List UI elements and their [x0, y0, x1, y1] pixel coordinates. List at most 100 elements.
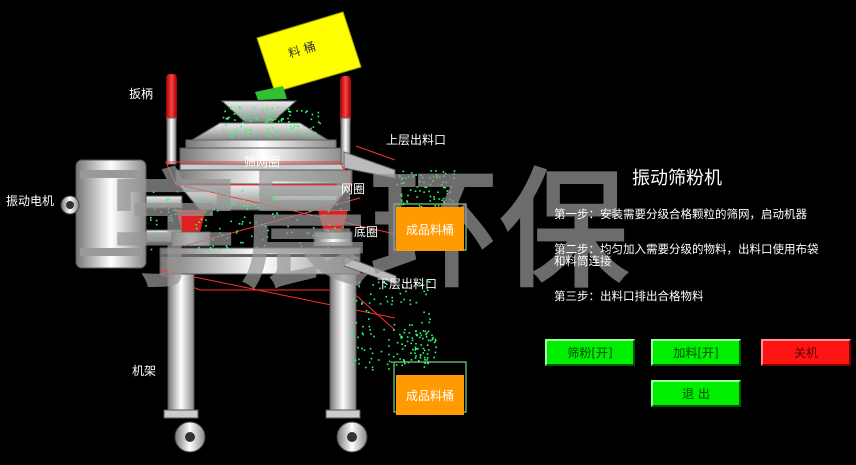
particle — [419, 336, 421, 339]
particle — [212, 245, 214, 247]
particle — [287, 225, 289, 228]
particle — [228, 191, 230, 194]
particle — [280, 190, 283, 193]
particle — [242, 241, 244, 244]
particle — [198, 233, 200, 235]
particle — [290, 128, 293, 130]
particle — [252, 133, 255, 135]
particle — [190, 233, 192, 236]
particle — [167, 211, 170, 213]
particle — [443, 202, 446, 204]
particle — [175, 233, 177, 236]
particle — [449, 198, 451, 201]
particle — [327, 210, 330, 213]
particle — [429, 339, 432, 342]
particle — [416, 196, 418, 198]
particle — [280, 119, 283, 121]
particle — [314, 131, 317, 134]
particle — [226, 118, 229, 120]
particle — [424, 330, 427, 333]
particle — [315, 135, 318, 137]
particle — [150, 248, 153, 251]
particle — [391, 361, 393, 363]
particle — [267, 132, 270, 134]
particle — [273, 196, 276, 198]
particle — [242, 199, 245, 201]
particle — [267, 135, 270, 137]
particle — [245, 128, 247, 130]
particle — [348, 196, 350, 199]
particle — [383, 281, 386, 283]
particle — [167, 199, 169, 202]
particle — [287, 117, 289, 120]
particle — [308, 232, 310, 235]
particle — [263, 122, 266, 125]
particle — [431, 338, 434, 341]
particle — [288, 121, 290, 123]
particle — [444, 186, 446, 189]
particle — [358, 362, 360, 365]
particle — [302, 202, 304, 205]
particle — [426, 359, 428, 361]
particle — [372, 284, 374, 286]
particle — [402, 170, 405, 173]
particle — [407, 194, 409, 197]
base-ring — [159, 247, 361, 275]
shutdown-button[interactable]: 关机 — [761, 339, 851, 366]
particle — [433, 175, 435, 178]
particle — [224, 110, 226, 113]
particle — [265, 120, 268, 123]
particle — [267, 128, 269, 130]
particle — [424, 356, 426, 359]
particle — [168, 216, 170, 219]
particle — [234, 133, 236, 135]
screen-ring-label: 筛网圈 — [244, 155, 281, 169]
particle — [280, 118, 283, 120]
particle — [421, 321, 423, 324]
particle — [445, 181, 447, 184]
particle — [242, 121, 244, 124]
particle — [305, 111, 307, 113]
particle — [168, 219, 171, 222]
exit-button[interactable]: 退 出 — [651, 380, 741, 407]
particle — [410, 359, 413, 361]
particle — [176, 209, 178, 212]
particle — [391, 303, 393, 306]
particle — [212, 239, 215, 241]
particle — [400, 193, 403, 196]
particle — [318, 195, 320, 198]
particle — [370, 293, 372, 295]
particle — [442, 186, 445, 189]
sieve-on-button[interactable]: 筛粉[开] — [545, 339, 635, 366]
particle — [253, 204, 256, 206]
particle — [415, 347, 417, 350]
particle — [292, 126, 295, 129]
particle — [309, 210, 311, 213]
feed-on-button[interactable]: 加料[开] — [651, 339, 741, 366]
particle — [412, 174, 415, 177]
particle — [230, 106, 232, 109]
particle — [243, 205, 245, 207]
particle — [262, 207, 264, 210]
particle — [399, 333, 401, 336]
particle — [427, 330, 430, 333]
particle — [166, 198, 168, 201]
particle — [317, 115, 320, 118]
particle — [426, 344, 429, 346]
top-cover — [190, 122, 330, 141]
particle — [271, 122, 273, 125]
particle — [170, 217, 173, 219]
particle — [340, 190, 342, 192]
particle — [423, 290, 425, 293]
step-2: 第二步：均匀加入需要分级的物料，出料口使用布袋和料筒连接 — [554, 242, 819, 268]
particle — [367, 311, 370, 314]
particle — [428, 321, 431, 324]
particle — [401, 364, 404, 367]
particle — [219, 248, 221, 251]
particle — [239, 135, 241, 138]
particle — [371, 366, 374, 369]
product-bucket-bottom: 成品料桶 — [396, 375, 464, 415]
particle — [419, 356, 422, 359]
particle — [350, 310, 353, 313]
feed-funnel — [220, 100, 298, 123]
